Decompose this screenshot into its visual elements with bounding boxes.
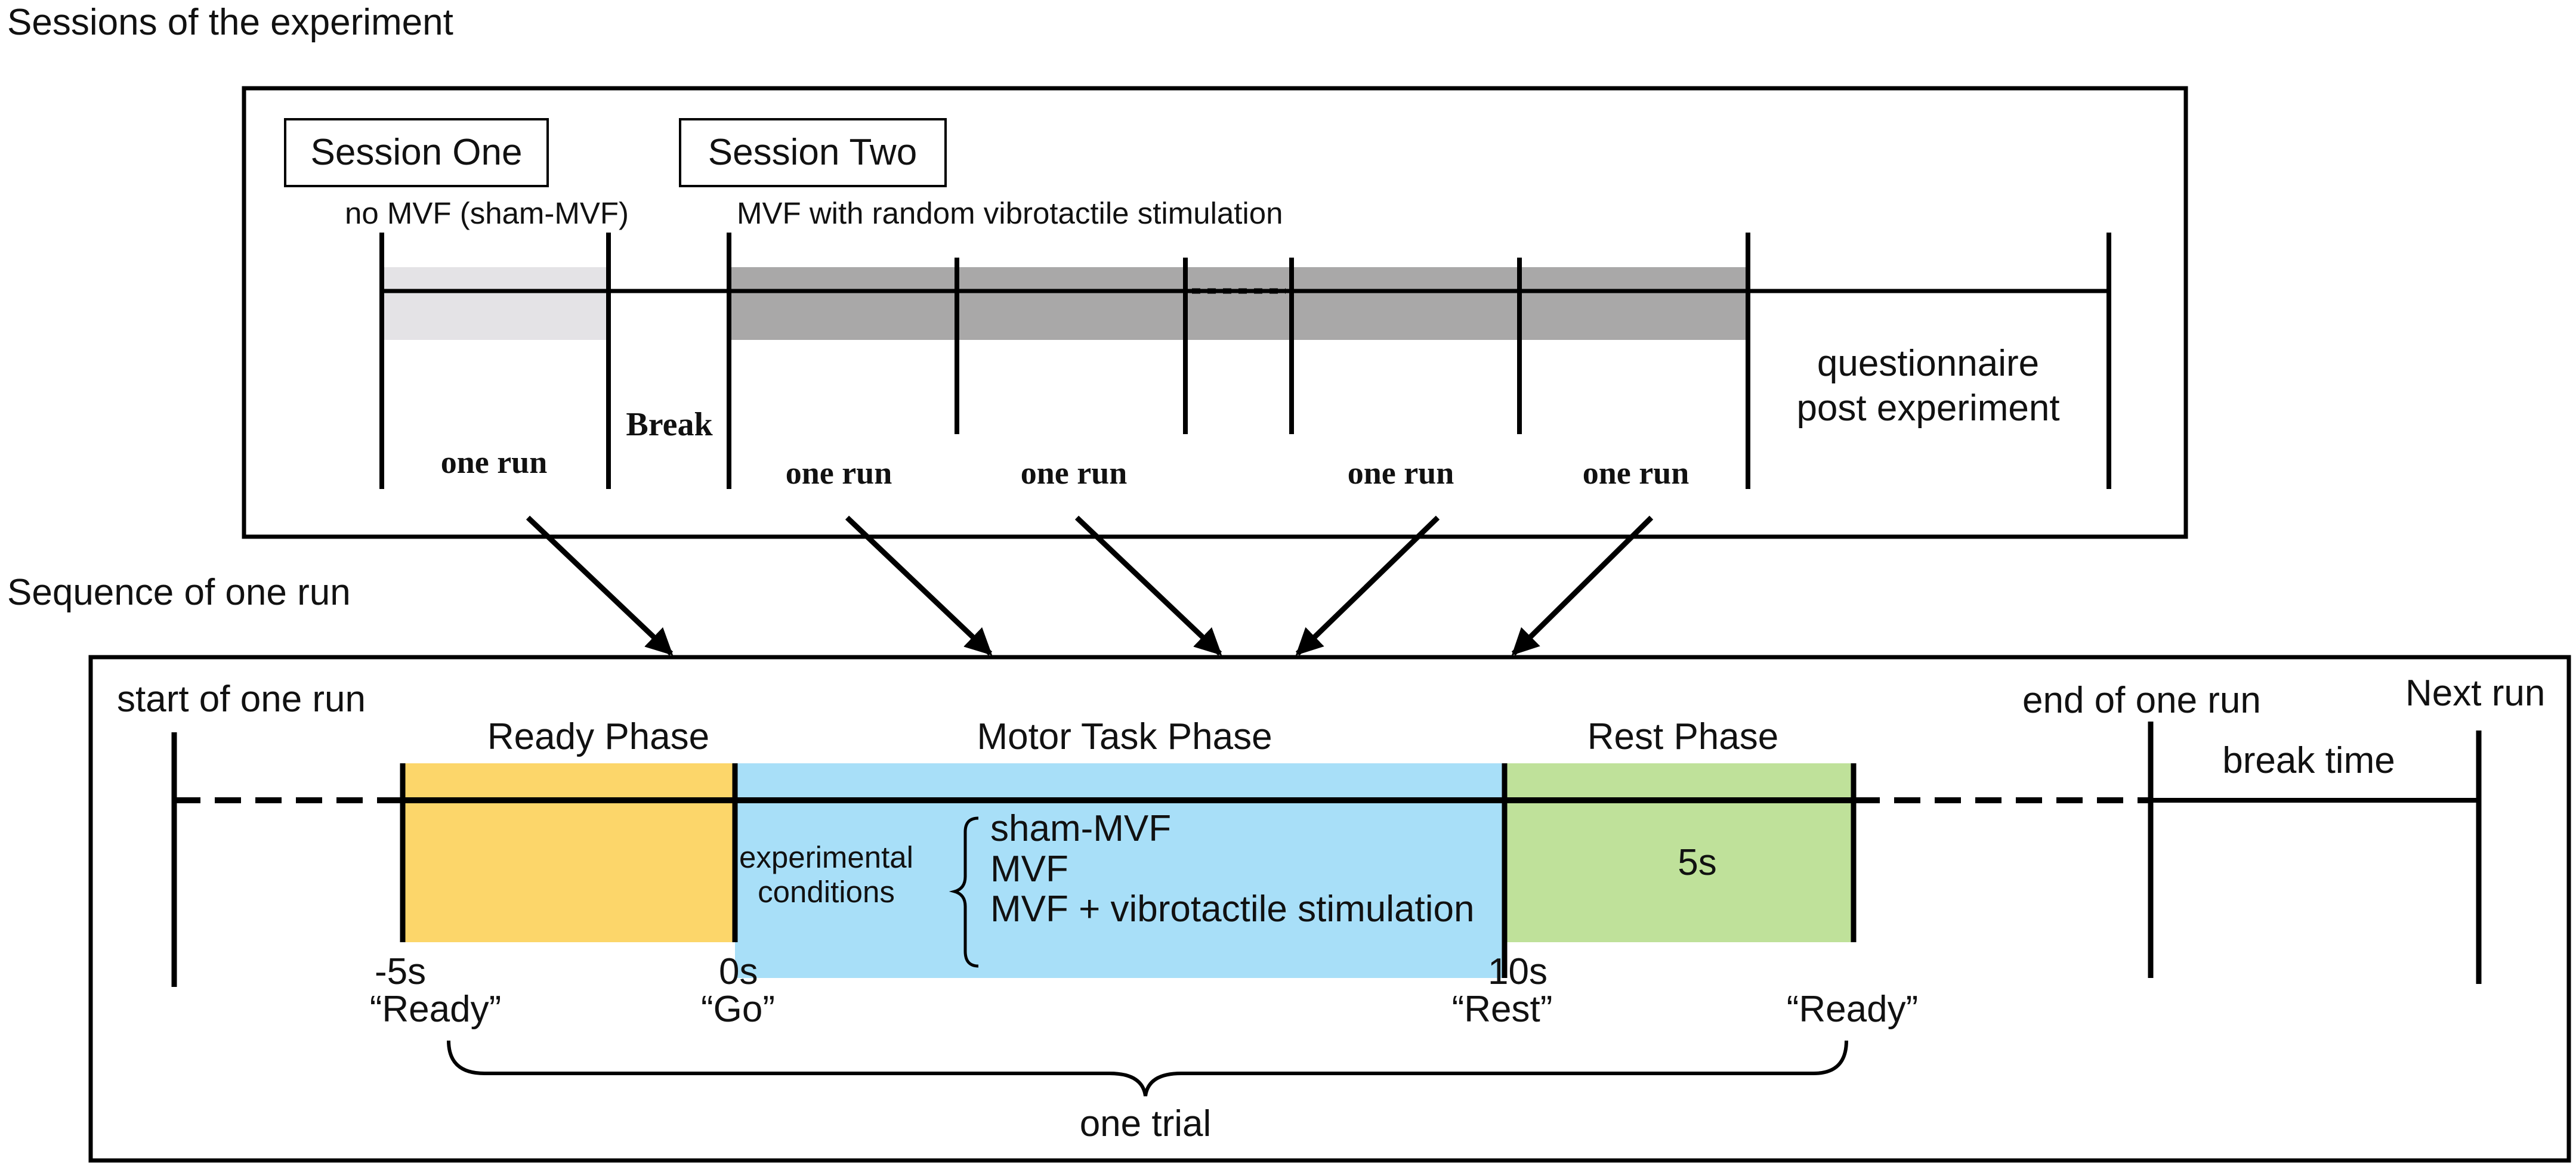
session-one-box [284, 118, 549, 187]
session-one-bar [382, 267, 609, 340]
end-of-run-label: end of one run [2022, 680, 2261, 721]
run-label: one run [1348, 455, 1454, 491]
session-two-condition: MVF with random vibrotactile stimulation [737, 196, 1283, 230]
ready-phase-block [403, 763, 735, 942]
timepoint-time: 0s [719, 951, 758, 992]
rest-phase-block [1505, 763, 1854, 942]
session-two-label: Session Two [708, 132, 917, 173]
run-label: one run [786, 455, 892, 491]
condition-item: MVF + vibrotactile stimulation [990, 889, 1474, 930]
session-one-label: Session One [311, 132, 523, 173]
break-label: Break [626, 406, 713, 443]
timepoint-cue: “Go” [701, 989, 775, 1030]
session-one-condition: no MVF (sham-MVF) [345, 196, 629, 230]
next-run-label: Next run [2405, 673, 2545, 714]
condition-item: sham-MVF [990, 808, 1171, 849]
rest-phase-label: Rest Phase [1587, 716, 1779, 757]
timepoint-time: -5s [375, 951, 426, 992]
arrow [1295, 515, 1440, 656]
timepoint-time: 10s [1488, 951, 1548, 992]
condition-item: MVF [990, 849, 1068, 890]
session-two-bar [729, 267, 1748, 340]
timepoint-cue: “Ready” [370, 989, 502, 1030]
ready-phase-label: Ready Phase [487, 716, 709, 757]
experimental-conditions-label-line1: experimental [739, 840, 913, 874]
start-of-run-label: start of one run [117, 679, 366, 720]
timepoint-cue: “Ready” [1787, 989, 1919, 1030]
trial-brace [447, 1040, 1848, 1097]
break-time-label: break time [2222, 740, 2395, 781]
motor-task-phase-label: Motor Task Phase [977, 716, 1272, 757]
arrow [1511, 515, 1654, 656]
arrow [526, 515, 674, 656]
questionnaire-label-line1: questionnaire [1817, 343, 2039, 384]
arrow [845, 515, 993, 656]
one-trial-label: one trial [1080, 1103, 1212, 1144]
run-label: one run [1583, 455, 1689, 491]
timepoint-cue: “Rest” [1452, 989, 1553, 1030]
session-two-box [679, 118, 947, 187]
run-section-title: Sequence of one run [7, 572, 351, 613]
run-frame [88, 655, 2571, 1163]
rest-duration-label: 5s [1678, 842, 1716, 883]
sessions-section-title: Sessions of the experiment [7, 2, 453, 43]
questionnaire-label-line2: post experiment [1796, 388, 2059, 429]
arrow [1074, 515, 1222, 656]
run-label: one run [1021, 455, 1128, 491]
conditions-brace [949, 816, 979, 968]
sessions-frame [242, 86, 2188, 539]
run-label: one run [441, 444, 548, 480]
experimental-conditions-label-line2: conditions [758, 875, 895, 909]
